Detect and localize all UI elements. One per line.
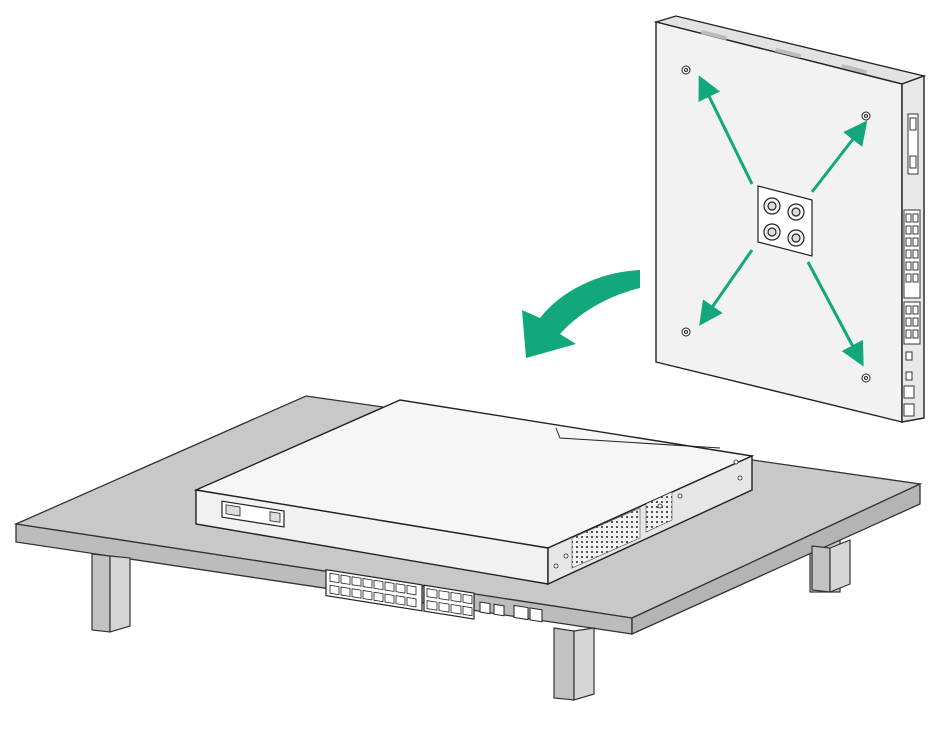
table-leg-front-right (553, 627, 595, 701)
switch-upright-top-vents (701, 30, 868, 75)
switch-side-vent-2 (645, 491, 673, 533)
rubber-foot-icon (763, 197, 805, 247)
screw-hole-icon (553, 459, 743, 569)
switch-on-table (193, 399, 755, 623)
table-leg-back-right-visible (811, 539, 851, 593)
switch-upright-ports (903, 113, 921, 417)
console-port (221, 500, 285, 528)
switch-side-vent (571, 507, 641, 569)
switch-bottom-view (653, 15, 927, 423)
rubber-foot-pad (757, 185, 813, 257)
curved-arrow-icon (522, 270, 640, 358)
table-right-edge (631, 482, 921, 636)
arrow-icon (698, 75, 868, 367)
table-leg-front-left (91, 553, 131, 633)
ethernet-port-block (325, 568, 543, 623)
screw-hole-icon (681, 65, 871, 383)
